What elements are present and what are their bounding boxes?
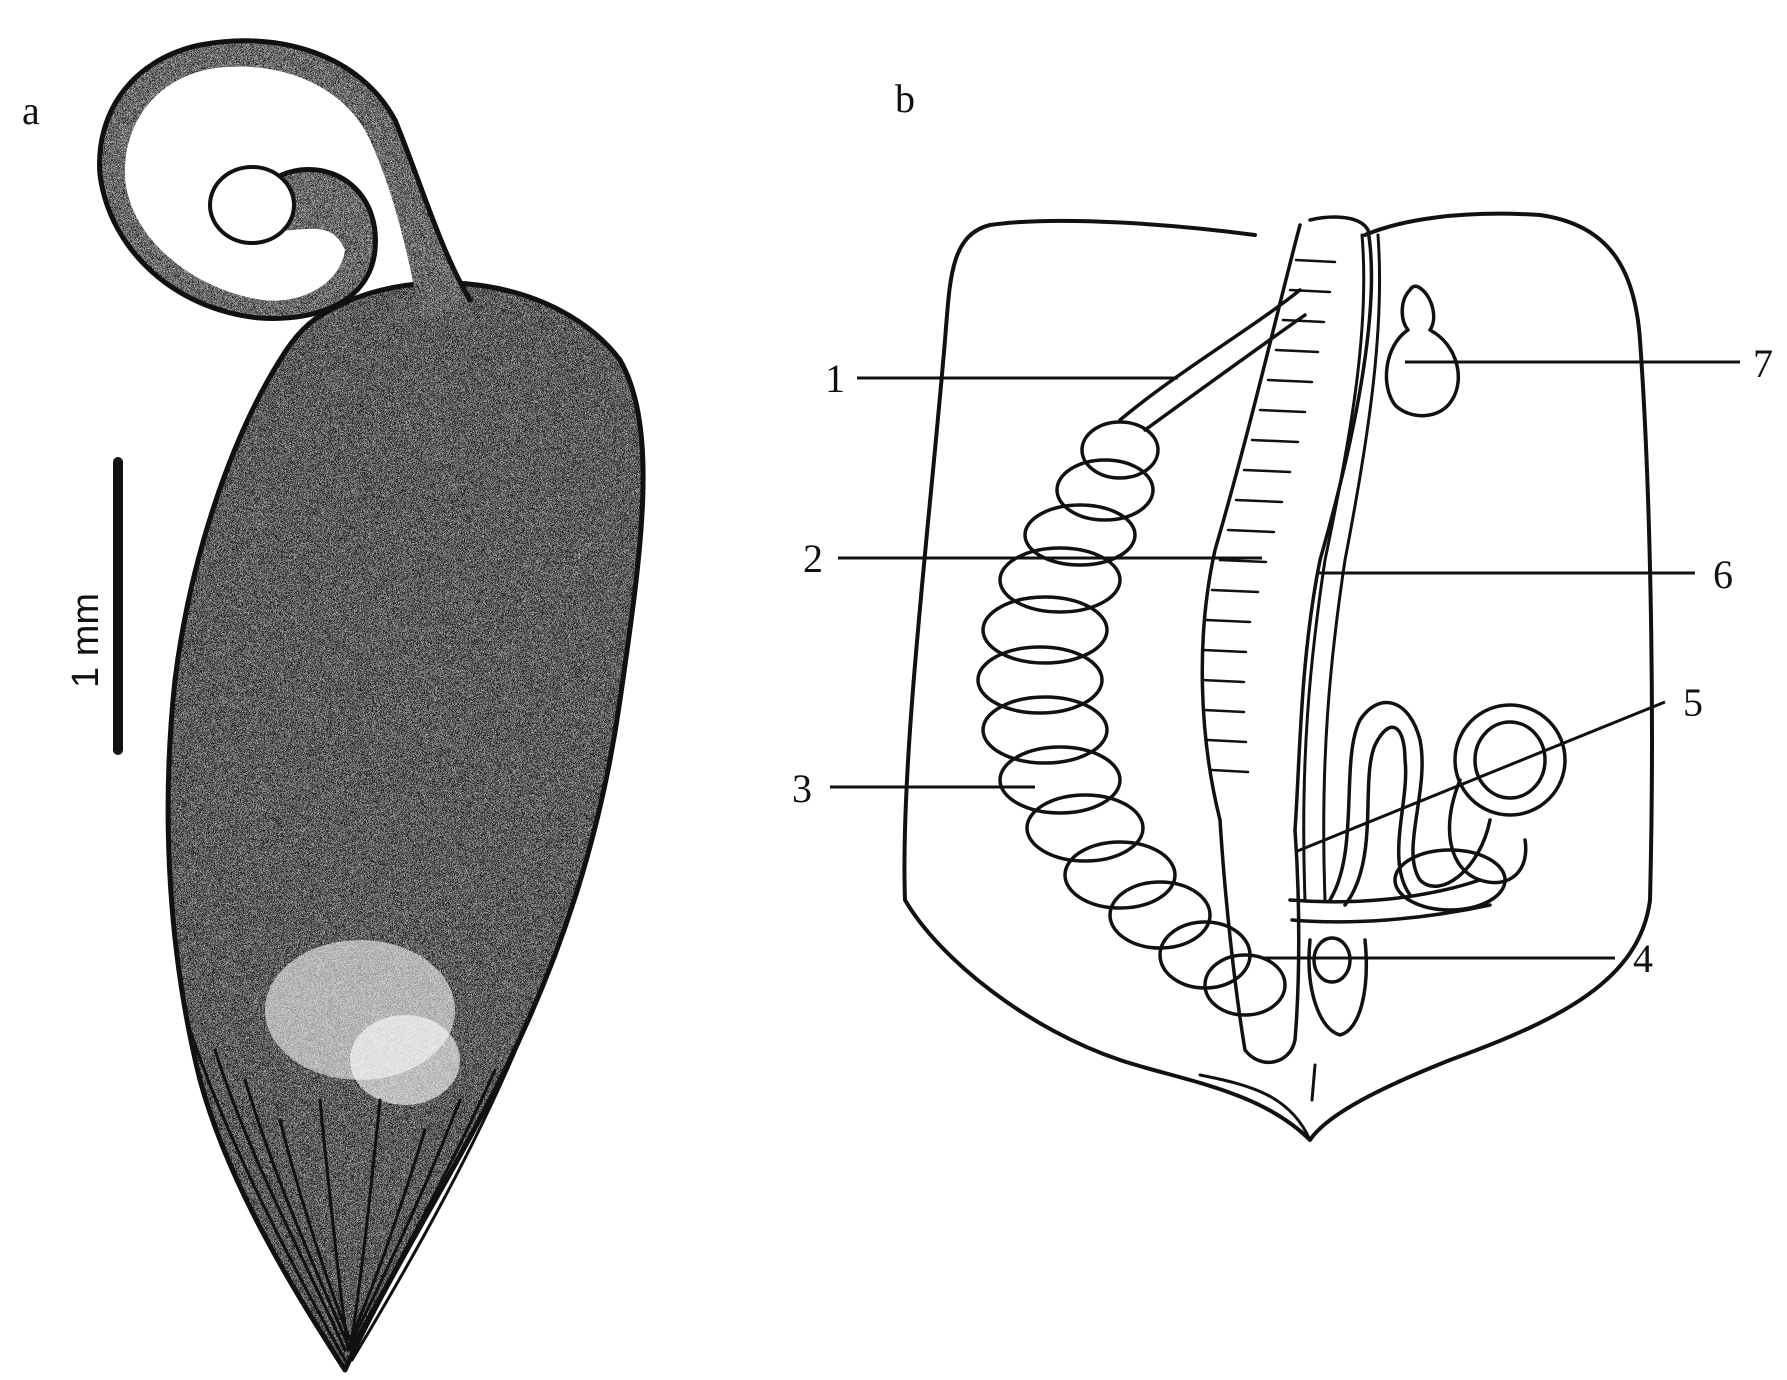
droplet-structure: [1386, 286, 1458, 415]
specimen-body: [140, 260, 680, 1380]
callout-numbers: 1 2 3 4 5 6 7: [792, 341, 1773, 981]
panel-a-letter: a: [22, 88, 40, 133]
callout-6: 6: [1713, 552, 1733, 597]
looped-gland: [1290, 703, 1565, 1035]
callout-4: 4: [1633, 936, 1653, 981]
panel-b-letter: b: [895, 76, 915, 121]
callout-5: 5: [1683, 680, 1703, 725]
callout-7: 7: [1753, 341, 1773, 386]
callout-1: 1: [825, 356, 845, 401]
panel-b: b: [792, 76, 1773, 1140]
panel-a: a 1 mm: [22, 20, 680, 1380]
scale-bar-label: 1 mm: [65, 593, 107, 688]
leader-lines: [830, 362, 1740, 958]
callout-3: 3: [792, 766, 812, 811]
callout-2: 2: [803, 536, 823, 581]
specimen-hook: [80, 20, 500, 340]
